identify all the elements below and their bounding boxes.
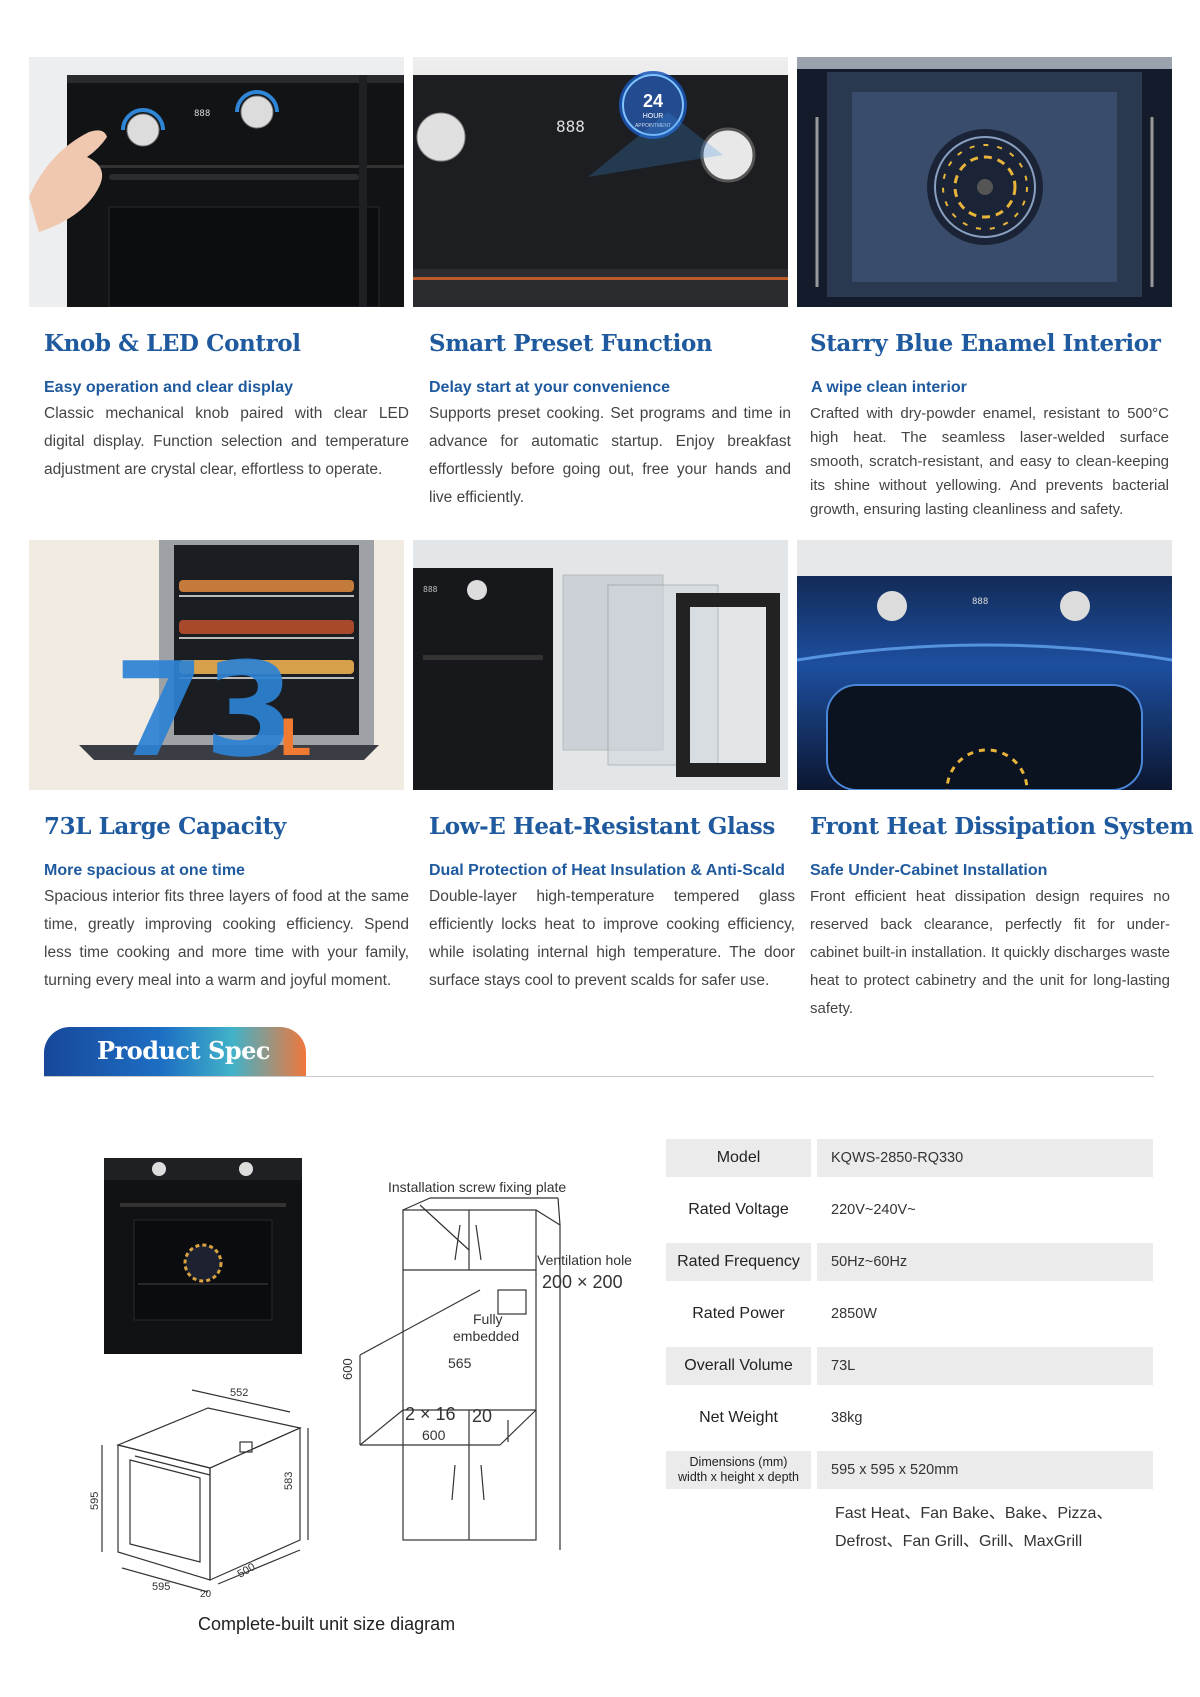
embedded-label-1: Fully	[473, 1311, 503, 1327]
cooking-functions: Fast Heat、Fan Bake、Bake、Pizza、 Defrost、F…	[835, 1500, 1155, 1556]
capacity-unit-text: L	[279, 709, 311, 767]
heat-led-text: 888	[972, 597, 988, 607]
feature-body-enamel: Crafted with dry-powder enamel, resistan…	[810, 405, 1169, 518]
feature-title-capacity: 73L Large Capacity	[44, 813, 286, 840]
spec-label: Overall Volume	[666, 1347, 811, 1385]
embedded-label-2: embedded	[453, 1328, 519, 1344]
screw-plate-label: Installation screw fixing plate	[388, 1180, 566, 1195]
functions-line-2: Defrost、Fan Grill、Grill、MaxGrill	[835, 1533, 1083, 1550]
oven-size-diagram: 552 595 583 595 500 20	[90, 1387, 309, 1600]
hour-badge-unit: HOUR	[643, 113, 664, 120]
spec-table: Model KQWS-2850-RQ330 Rated Voltage 220V…	[666, 1139, 1153, 1503]
vent-size-label: 200 × 200	[542, 1272, 623, 1292]
spec-value: 220V~240V~	[831, 1202, 916, 1218]
spec-value: 2850W	[831, 1306, 877, 1322]
smart-preset-photo: 888 24 HOUR APPOINTMENT	[413, 57, 788, 307]
functions-line-1: Fast Heat、Fan Bake、Bake、Pizza、	[835, 1505, 1113, 1522]
spec-row-weight: Net Weight 38kg	[666, 1399, 1153, 1437]
oven-front-image	[104, 1158, 302, 1354]
spec-value: 73L	[817, 1347, 1153, 1385]
knob-led-illustration: 888	[29, 57, 404, 307]
capacity-number-text: 73	[114, 634, 295, 786]
hour-badge-number: 24	[643, 91, 663, 111]
glass-photo: 888	[413, 540, 788, 790]
cabinet-diagram: Installation screw fixing plate Ventilat…	[340, 1180, 632, 1550]
glass-led-text: 888	[423, 585, 438, 594]
heat-dissipation-photo: 888	[797, 540, 1172, 790]
oven-front-illustration	[104, 1158, 302, 1354]
feature-body-knob: Classic mechanical knob paired with clea…	[44, 405, 409, 478]
dim-20-oven-label: 20	[200, 1589, 212, 1600]
vent-hole-label: Ventilation hole	[537, 1252, 632, 1268]
feature-title-heat: Front Heat Dissipation System	[810, 813, 1194, 840]
dim-2x16-label: 2 × 16	[405, 1404, 456, 1424]
feature-body-preset: Supports preset cooking. Set programs an…	[429, 405, 791, 506]
spec-label-line1: Dimensions (mm)	[689, 1455, 788, 1469]
dim-600-vertical-label: 600	[340, 1358, 355, 1380]
feature-subtitle-enamel: A wipe clean interior	[811, 379, 967, 396]
feature-body-glass: Double-layer high-temperature tempered g…	[429, 888, 795, 989]
spec-value: 38kg	[831, 1410, 863, 1426]
spec-row-volume: Overall Volume 73L	[666, 1347, 1153, 1385]
spec-label: Rated Frequency	[666, 1243, 811, 1281]
spec-label-line2: width x height x depth	[678, 1470, 799, 1484]
knob-led-photo: 888	[29, 57, 404, 307]
heat-dissipation-illustration: 888	[797, 540, 1172, 790]
dim-500-label: 500	[236, 1561, 258, 1581]
feature-body-capacity: Spacious interior fits three layers of f…	[44, 888, 409, 989]
spec-row-power: Rated Power 2850W	[666, 1295, 1153, 1333]
spec-label: Model	[666, 1139, 811, 1177]
dim-595-bottom-label: 595	[152, 1581, 170, 1593]
diagram-caption: Complete-built unit size diagram	[198, 1614, 456, 1634]
hour-badge-caption: APPOINTMENT	[635, 123, 671, 129]
spec-value: KQWS-2850-RQ330	[817, 1139, 1153, 1177]
spec-row-voltage: Rated Voltage 220V~240V~	[666, 1191, 1153, 1229]
feature-subtitle-capacity: More spacious at one time	[44, 862, 245, 879]
feature-title-knob: Knob & LED Control	[44, 330, 301, 357]
spec-label: Dimensions (mm) width x height x depth	[666, 1451, 811, 1489]
dim-600-horizontal-label: 600	[422, 1427, 446, 1443]
enamel-interior-illustration	[797, 57, 1172, 307]
glass-illustration: 888	[413, 540, 788, 790]
enamel-interior-photo	[797, 57, 1172, 307]
spec-label: Net Weight	[699, 1409, 778, 1426]
preset-led-text: 888	[556, 117, 585, 136]
smart-preset-illustration: 888 24 HOUR APPOINTMENT	[413, 57, 788, 307]
feature-title-glass: Low-E Heat-Resistant Glass	[429, 813, 775, 840]
feature-subtitle-glass: Dual Protection of Heat Insulation & Ant…	[429, 862, 785, 879]
spec-label: Rated Voltage	[688, 1201, 789, 1218]
feature-subtitle-knob: Easy operation and clear display	[44, 379, 293, 396]
dim-20-cabinet-label: 20	[472, 1406, 492, 1426]
feature-title-preset: Smart Preset Function	[429, 330, 713, 357]
product-spec-heading: Product Spec	[97, 1036, 270, 1065]
capacity-photo: 73 L	[29, 540, 404, 790]
spec-row-dimensions: Dimensions (mm) width x height x depth 5…	[666, 1451, 1153, 1489]
spec-label: Rated Power	[692, 1305, 785, 1322]
spec-value: 595 x 595 x 520mm	[817, 1451, 1153, 1489]
spec-divider	[44, 1076, 1154, 1077]
feature-title-enamel: Starry Blue Enamel Interior	[810, 330, 1161, 357]
feature-body-heat: Front efficient heat dissipation design …	[810, 888, 1170, 1017]
product-spec-banner: Product Spec	[44, 1027, 306, 1077]
led-display-text: 888	[194, 109, 210, 119]
dim-583-label: 583	[283, 1472, 295, 1490]
spec-row-model: Model KQWS-2850-RQ330	[666, 1139, 1153, 1177]
capacity-illustration: 73 L	[29, 540, 404, 790]
dim-552-label: 552	[230, 1387, 248, 1399]
feature-subtitle-preset: Delay start at your convenience	[429, 379, 670, 396]
feature-subtitle-heat: Safe Under-Cabinet Installation	[810, 862, 1048, 879]
spec-value: 50Hz~60Hz	[817, 1243, 1153, 1281]
dim-565-label: 565	[448, 1355, 472, 1371]
spec-row-frequency: Rated Frequency 50Hz~60Hz	[666, 1243, 1153, 1281]
dim-595-left-label: 595	[90, 1492, 101, 1510]
